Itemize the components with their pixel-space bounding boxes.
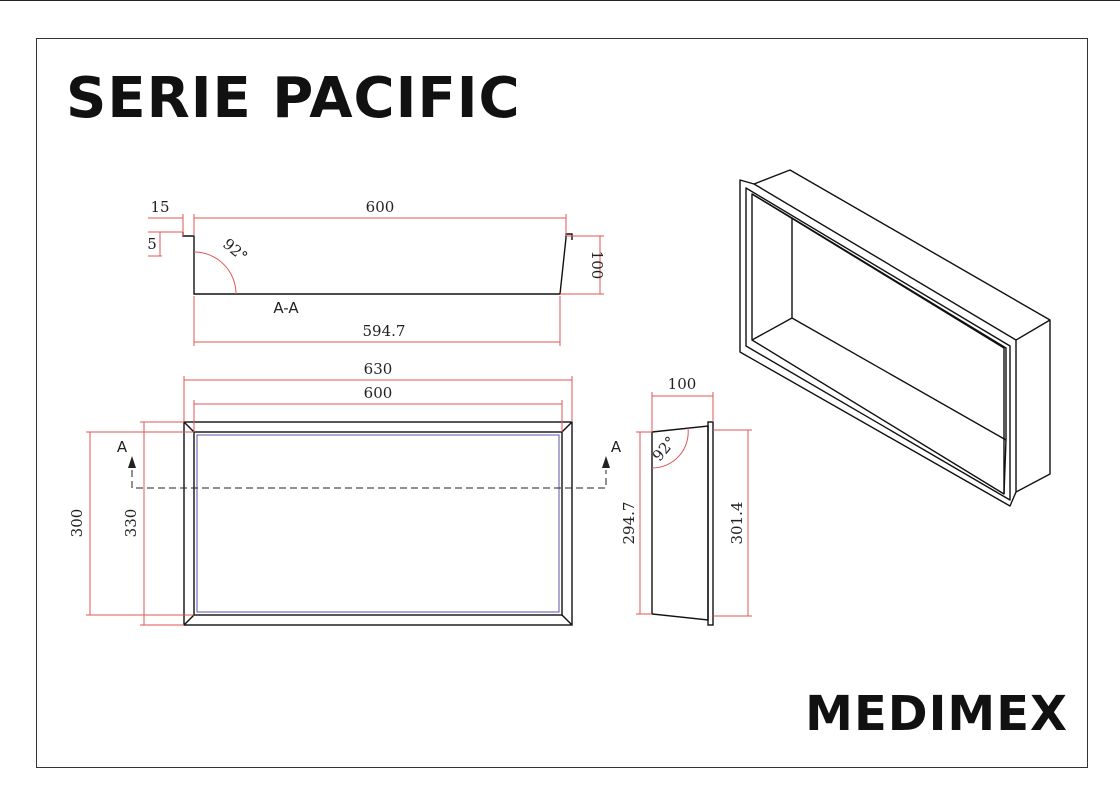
dim-back-height: 294.7 [620,502,638,545]
cut-marker-left: A [117,438,128,456]
inner-opening [193,431,563,616]
angle-arc [193,251,237,295]
dim-top-width: 600 [366,198,395,216]
series-title: SERIE PACIFIC [66,66,521,131]
dim-outer-width: 630 [364,360,393,378]
section-view-a-a: 600 15 5 92° 100 594.7 A-A [147,198,606,346]
dim-outer-height: 330 [122,509,140,538]
brand-logo: MEDIMEX [805,686,1068,742]
dim-inner-height: 300 [68,509,86,538]
side-flange [707,421,714,626]
dim-section-angle: 92° [219,235,251,266]
dim-side-depth: 100 [668,375,697,393]
drawing-sheet-frame [36,38,1088,768]
dim-lip: 5 [147,235,157,253]
section-label: A-A [273,299,299,317]
dim-inner-width: 600 [364,384,393,402]
dim-front-height: 301.4 [728,502,746,545]
section-cut-line [131,470,607,489]
side-view: 100 92° 294.7 301.4 [620,375,752,626]
dim-bottom-width: 594.7 [363,322,406,340]
top-border-line [0,0,1120,1]
side-angle-arc [651,427,689,469]
front-view: 630 600 300 330 A A [68,360,622,626]
inner-back-edge [196,434,560,613]
dim-section-depth: 100 [588,251,606,280]
outer-flange [183,421,573,626]
dim-flange: 15 [150,198,169,216]
cut-arrow-left-icon [128,456,136,468]
cut-arrow-right-icon [602,456,610,468]
isometric-view [739,169,1051,507]
cut-marker-right: A [611,438,622,456]
